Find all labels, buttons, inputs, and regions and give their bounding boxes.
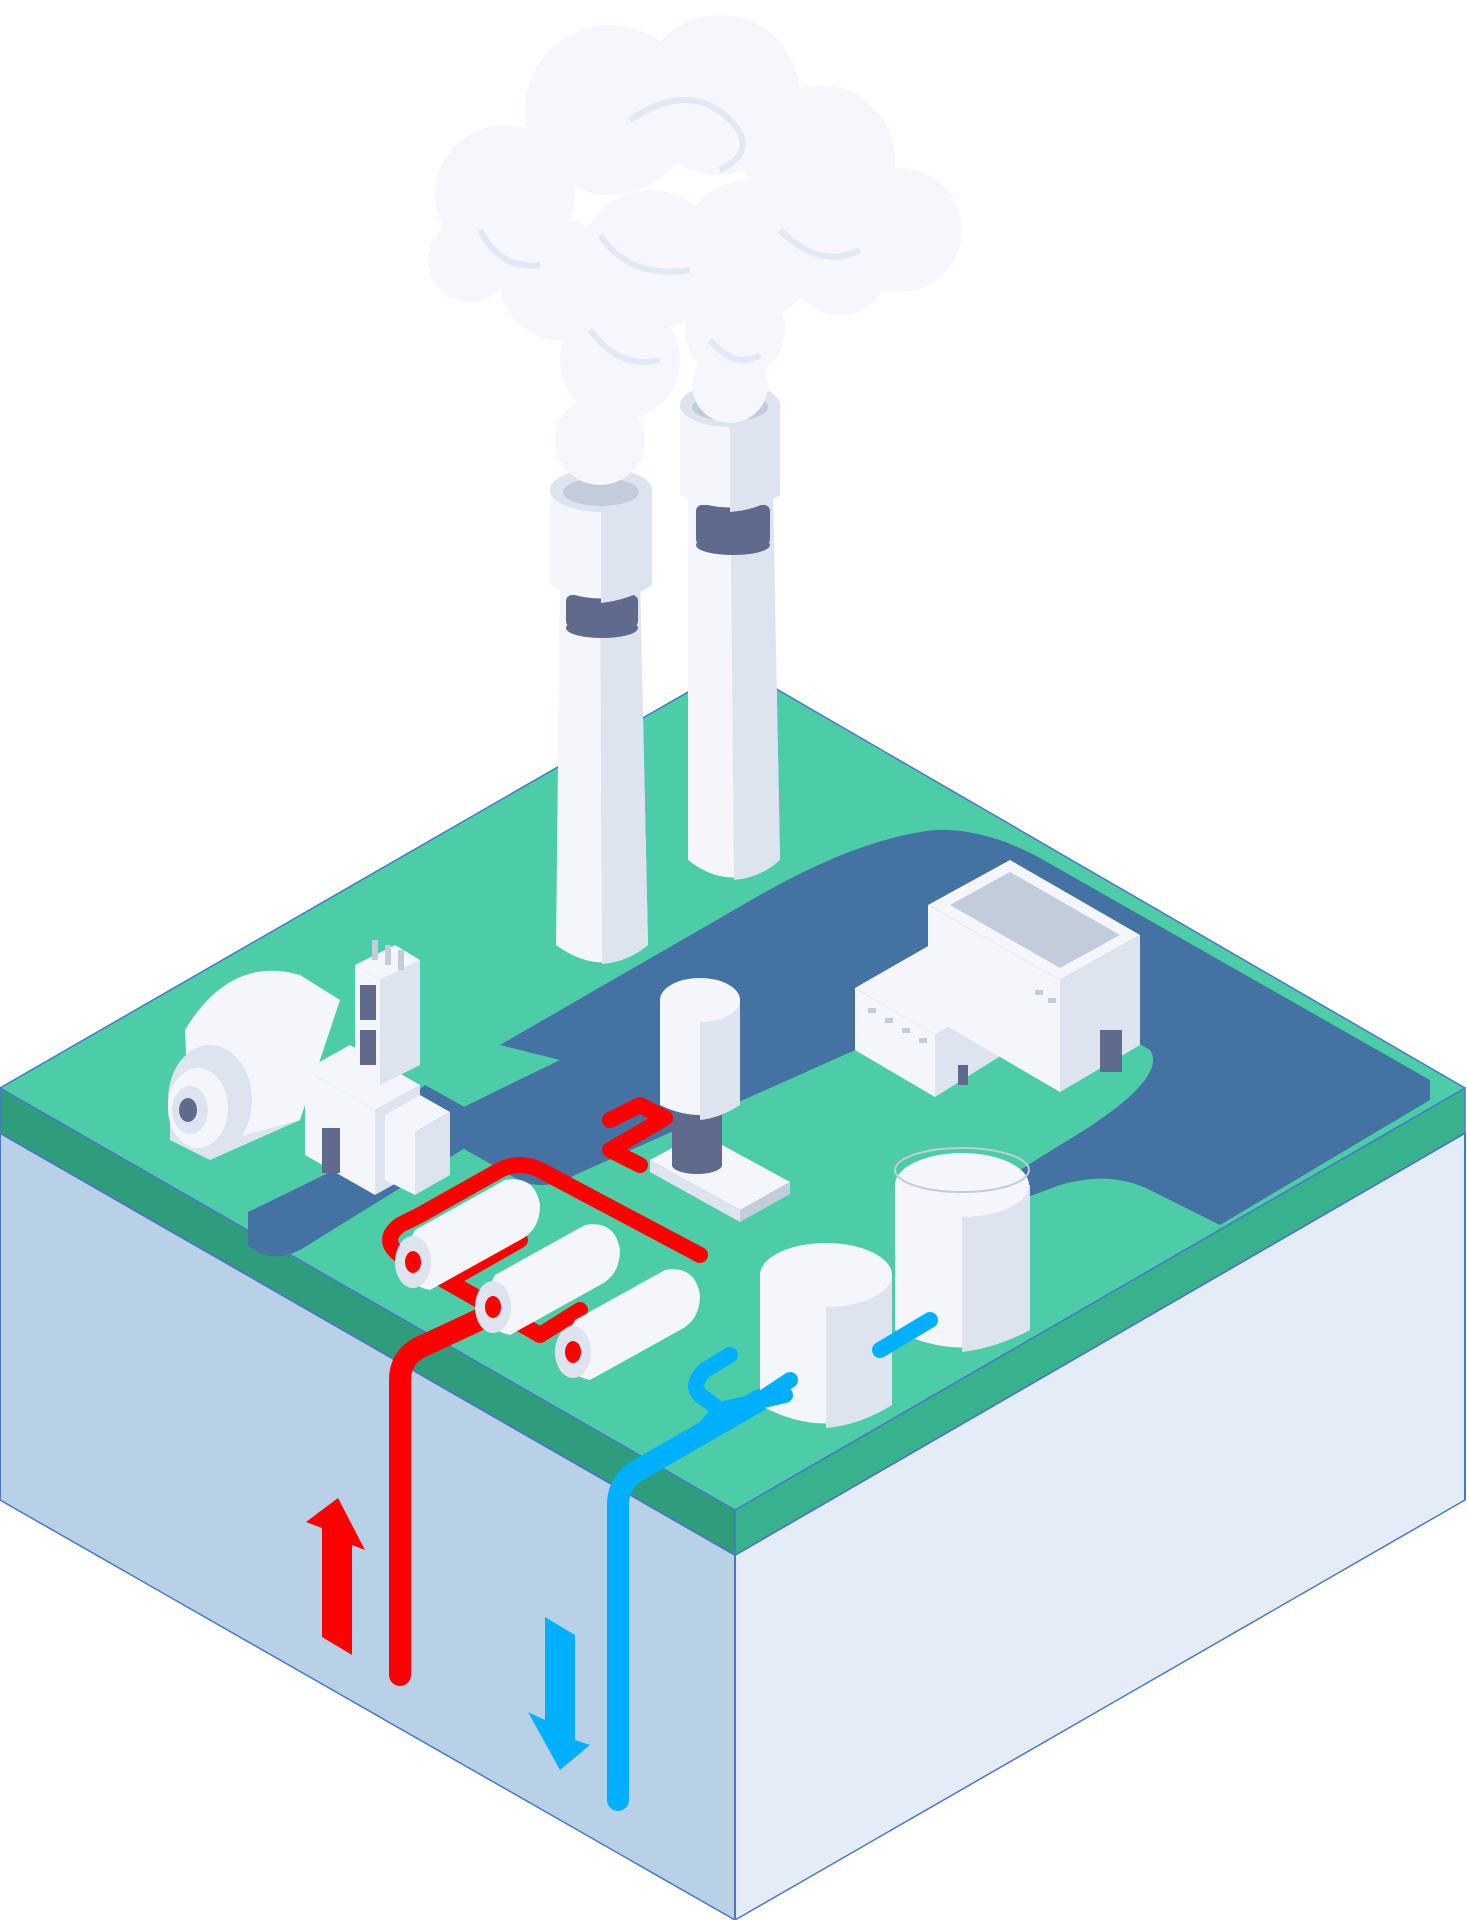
cold-flow-down-arrow-icon — [528, 1617, 590, 1770]
cold-surface-piping — [688, 1312, 938, 1443]
steam-clouds — [428, 15, 962, 485]
hot-surface-piping — [382, 1097, 708, 1343]
water-channel — [395, 829, 1430, 1245]
cooling-tower-left — [550, 468, 652, 964]
wellhead-pad — [650, 978, 790, 1222]
hot-well-pipe — [389, 1299, 511, 1686]
turbine-building — [168, 940, 450, 1195]
underground-pipes — [389, 1299, 771, 1811]
cooling-tower-right — [680, 383, 780, 880]
heat-exchanger-3 — [555, 1269, 700, 1380]
storage-tank-front — [760, 1243, 892, 1428]
cold-well-pipe — [607, 1389, 771, 1811]
storage-tank-back — [894, 1147, 1030, 1352]
warehouse-building — [855, 860, 1140, 1097]
heat-exchanger-1 — [395, 1179, 540, 1290]
heat-exchanger-2 — [475, 1224, 620, 1335]
hot-flow-up-arrow-icon — [306, 1498, 365, 1655]
